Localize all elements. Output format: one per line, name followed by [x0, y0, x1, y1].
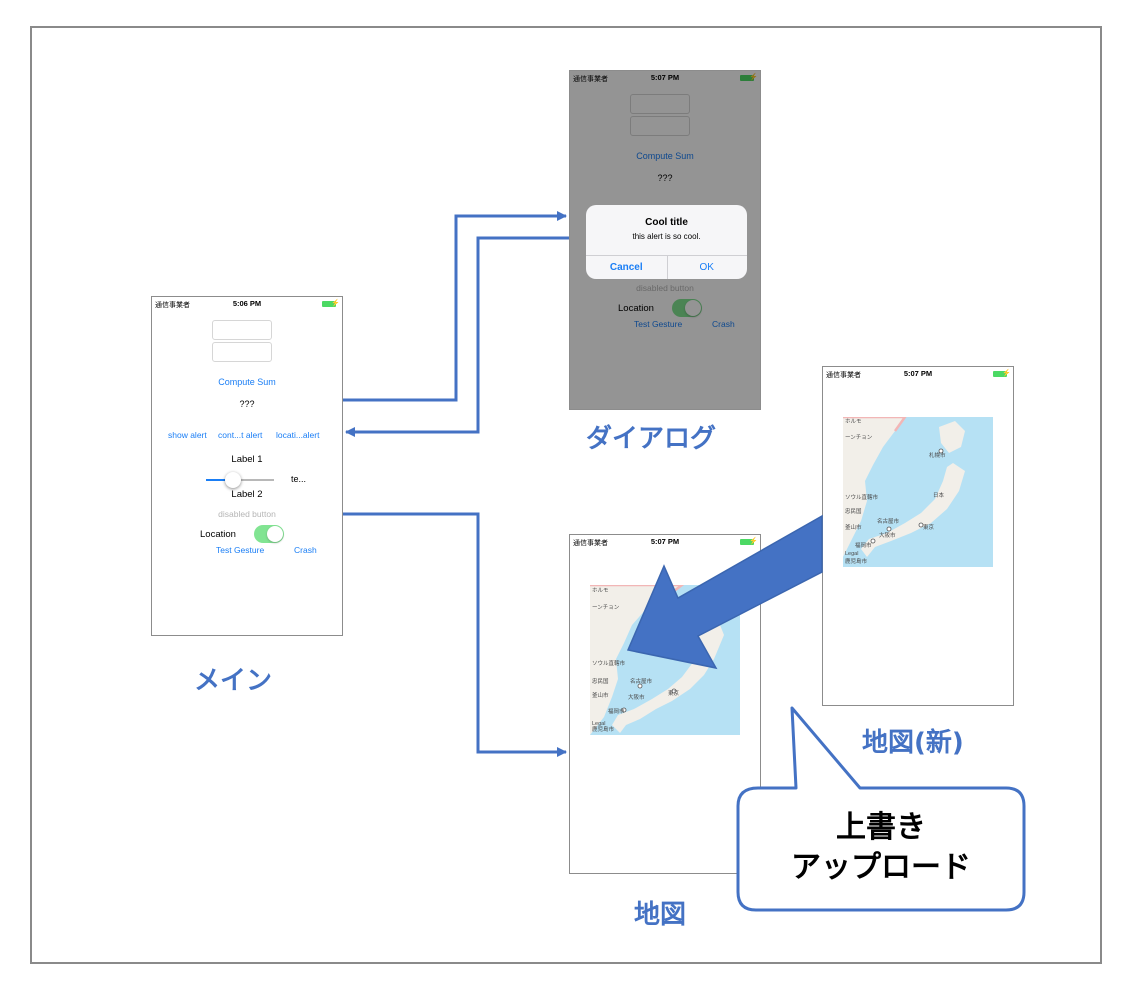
main-screen: 通信事業者 5:06 PM ⚡ Compute Sum ??? show ale… [151, 296, 343, 636]
map-view[interactable]: ホルモ ーンチョン 札幌市 日本 ソウル直轄市 忠民国 釜山市 名古屋市 東京 … [843, 417, 993, 567]
status-time: 5:07 PM [650, 537, 680, 546]
map-label-sapporo: 札幌市 [929, 451, 946, 459]
map-label-legal: Legal [592, 721, 605, 727]
crash-button[interactable]: Crash [294, 545, 317, 555]
map-view[interactable]: ホルモ ーンチョン ソウル直轄市 忠民国 釜山市 名古屋市 東京 大阪市 福岡市… [590, 585, 740, 735]
map-new-screen: 通信事業者 5:07 PM ⚡ ホルモ ーンチョン 札幌市 日本 ソウル直轄市 … [822, 366, 1014, 706]
map-label-japan: 日本 [933, 491, 945, 499]
map-screen: 通信事業者 5:07 PM ⚡ ホルモ ーンチョン ソウル直轄市 忠民国 釜山市… [569, 534, 761, 874]
map-label-osaka: 大阪市 [628, 693, 645, 701]
contacts-alert-button[interactable]: cont...t alert [218, 430, 263, 440]
cancel-button[interactable]: Cancel [609, 261, 643, 273]
map-label-nagoya: 名古屋市 [877, 517, 900, 525]
map-label-nhoka: ホルモ [845, 418, 862, 425]
show-alert-button[interactable]: show alert [168, 430, 207, 440]
map-label-busan: 釜山市 [845, 523, 862, 531]
carrier-label: 通信事業者 [573, 540, 608, 547]
number-field-2[interactable] [630, 116, 690, 136]
alert-message: this alert is so cool. [632, 232, 701, 241]
status-bar: 通信事業者 5:07 PM ⚡ [570, 71, 760, 85]
diagram-frame [30, 26, 1102, 964]
status-bar: 通信事業者 5:06 PM ⚡ [152, 297, 342, 311]
carrier-label: 通信事業者 [826, 372, 861, 379]
answer-label: ??? [657, 173, 673, 183]
map-label-busan: 釜山市 [592, 691, 609, 699]
map-label-seoul: ソウル直轄市 [592, 659, 626, 667]
battery-icon [993, 371, 1007, 377]
location-label: Location [200, 529, 236, 540]
carrier-label: 通信事業者 [155, 302, 190, 309]
map-label-tokyo: 東京 [668, 689, 680, 697]
label-2: Label 2 [231, 489, 263, 500]
battery-icon [740, 75, 754, 81]
answer-label: ??? [239, 399, 255, 409]
location-alert-button[interactable]: locati...alert [276, 430, 320, 440]
japan-map: ホルモ ーンチョン 札幌市 日本 ソウル直轄市 忠民国 釜山市 名古屋市 東京 … [843, 417, 993, 567]
charging-icon: ⚡ [749, 74, 758, 81]
callout-line-2: アップロード [791, 850, 971, 885]
japan-map: ホルモ ーンチョン ソウル直轄市 忠民国 釜山市 名古屋市 東京 大阪市 福岡市… [590, 585, 740, 735]
alert-divider-vertical [666, 255, 668, 279]
charging-icon: ⚡ [1002, 370, 1011, 377]
map-label-fukuoka: 福岡市 [608, 707, 625, 715]
status-time: 5:07 PM [903, 369, 933, 378]
carrier-label: 通信事業者 [573, 76, 608, 83]
location-label: Location [618, 303, 654, 314]
status-time: 5:06 PM [232, 299, 262, 308]
callout-text: 上書き アップロード [740, 808, 1022, 888]
map-label-tokyo: 東京 [923, 523, 935, 531]
map-label-legal: Legal [845, 551, 858, 557]
number-field-1[interactable] [630, 94, 690, 114]
map-label-fukuoka: 福岡市 [855, 541, 872, 549]
switch-knob [267, 526, 283, 542]
label-1: Label 1 [231, 454, 263, 465]
number-field-1[interactable] [212, 320, 272, 340]
status-time: 5:07 PM [650, 73, 680, 82]
disabled-button: disabled button [218, 509, 276, 519]
dialog-caption: ダイアログ [586, 424, 717, 454]
slider-text: te... [291, 474, 307, 484]
disabled-button: disabled button [636, 283, 694, 293]
compute-sum-button[interactable]: Compute Sum [218, 377, 276, 387]
map-label-cheongjin: ーンチョン [845, 434, 873, 441]
charging-icon: ⚡ [749, 538, 758, 545]
map-new-caption: 地図(新) [862, 728, 964, 758]
dialog-screen: 通信事業者 5:07 PM ⚡ Compute Sum ??? disabled… [569, 70, 761, 410]
map-label-seoul: ソウル直轄市 [845, 493, 879, 501]
map-label-kagoshima: 鹿児島市 [845, 557, 868, 565]
charging-icon: ⚡ [331, 300, 340, 307]
map-label-daejeon: 忠民国 [845, 507, 862, 515]
callout-line-1: 上書き [836, 810, 926, 845]
alert-dialog: Cool title this alert is so cool. Cancel… [586, 205, 747, 279]
switch-knob [685, 300, 701, 316]
location-switch[interactable] [254, 525, 284, 543]
number-field-2[interactable] [212, 342, 272, 362]
slider-thumb[interactable] [225, 472, 242, 488]
map-label-osaka: 大阪市 [879, 531, 896, 539]
main-caption: メイン [194, 666, 273, 696]
battery-icon [322, 301, 336, 307]
status-bar: 通信事業者 5:07 PM ⚡ [570, 535, 760, 549]
test-gesture-button[interactable]: Test Gesture [216, 545, 265, 555]
location-switch[interactable] [672, 299, 702, 317]
status-bar: 通信事業者 5:07 PM ⚡ [823, 367, 1013, 381]
map-label-daejeon: 忠民国 [592, 677, 609, 685]
slider-fill [206, 479, 234, 481]
test-gesture-button[interactable]: Test Gesture [634, 319, 683, 329]
map-label-nhoka: ホルモ [592, 587, 609, 594]
map-caption: 地図 [634, 900, 687, 930]
crash-button[interactable]: Crash [712, 319, 735, 329]
map-label-kagoshima: 鹿児島市 [592, 725, 615, 733]
alert-title: Cool title [645, 217, 688, 228]
compute-sum-button[interactable]: Compute Sum [636, 151, 694, 161]
map-label-cheongjin: ーンチョン [592, 604, 620, 611]
map-label-nagoya: 名古屋市 [630, 677, 653, 685]
ok-button[interactable]: OK [699, 261, 714, 273]
